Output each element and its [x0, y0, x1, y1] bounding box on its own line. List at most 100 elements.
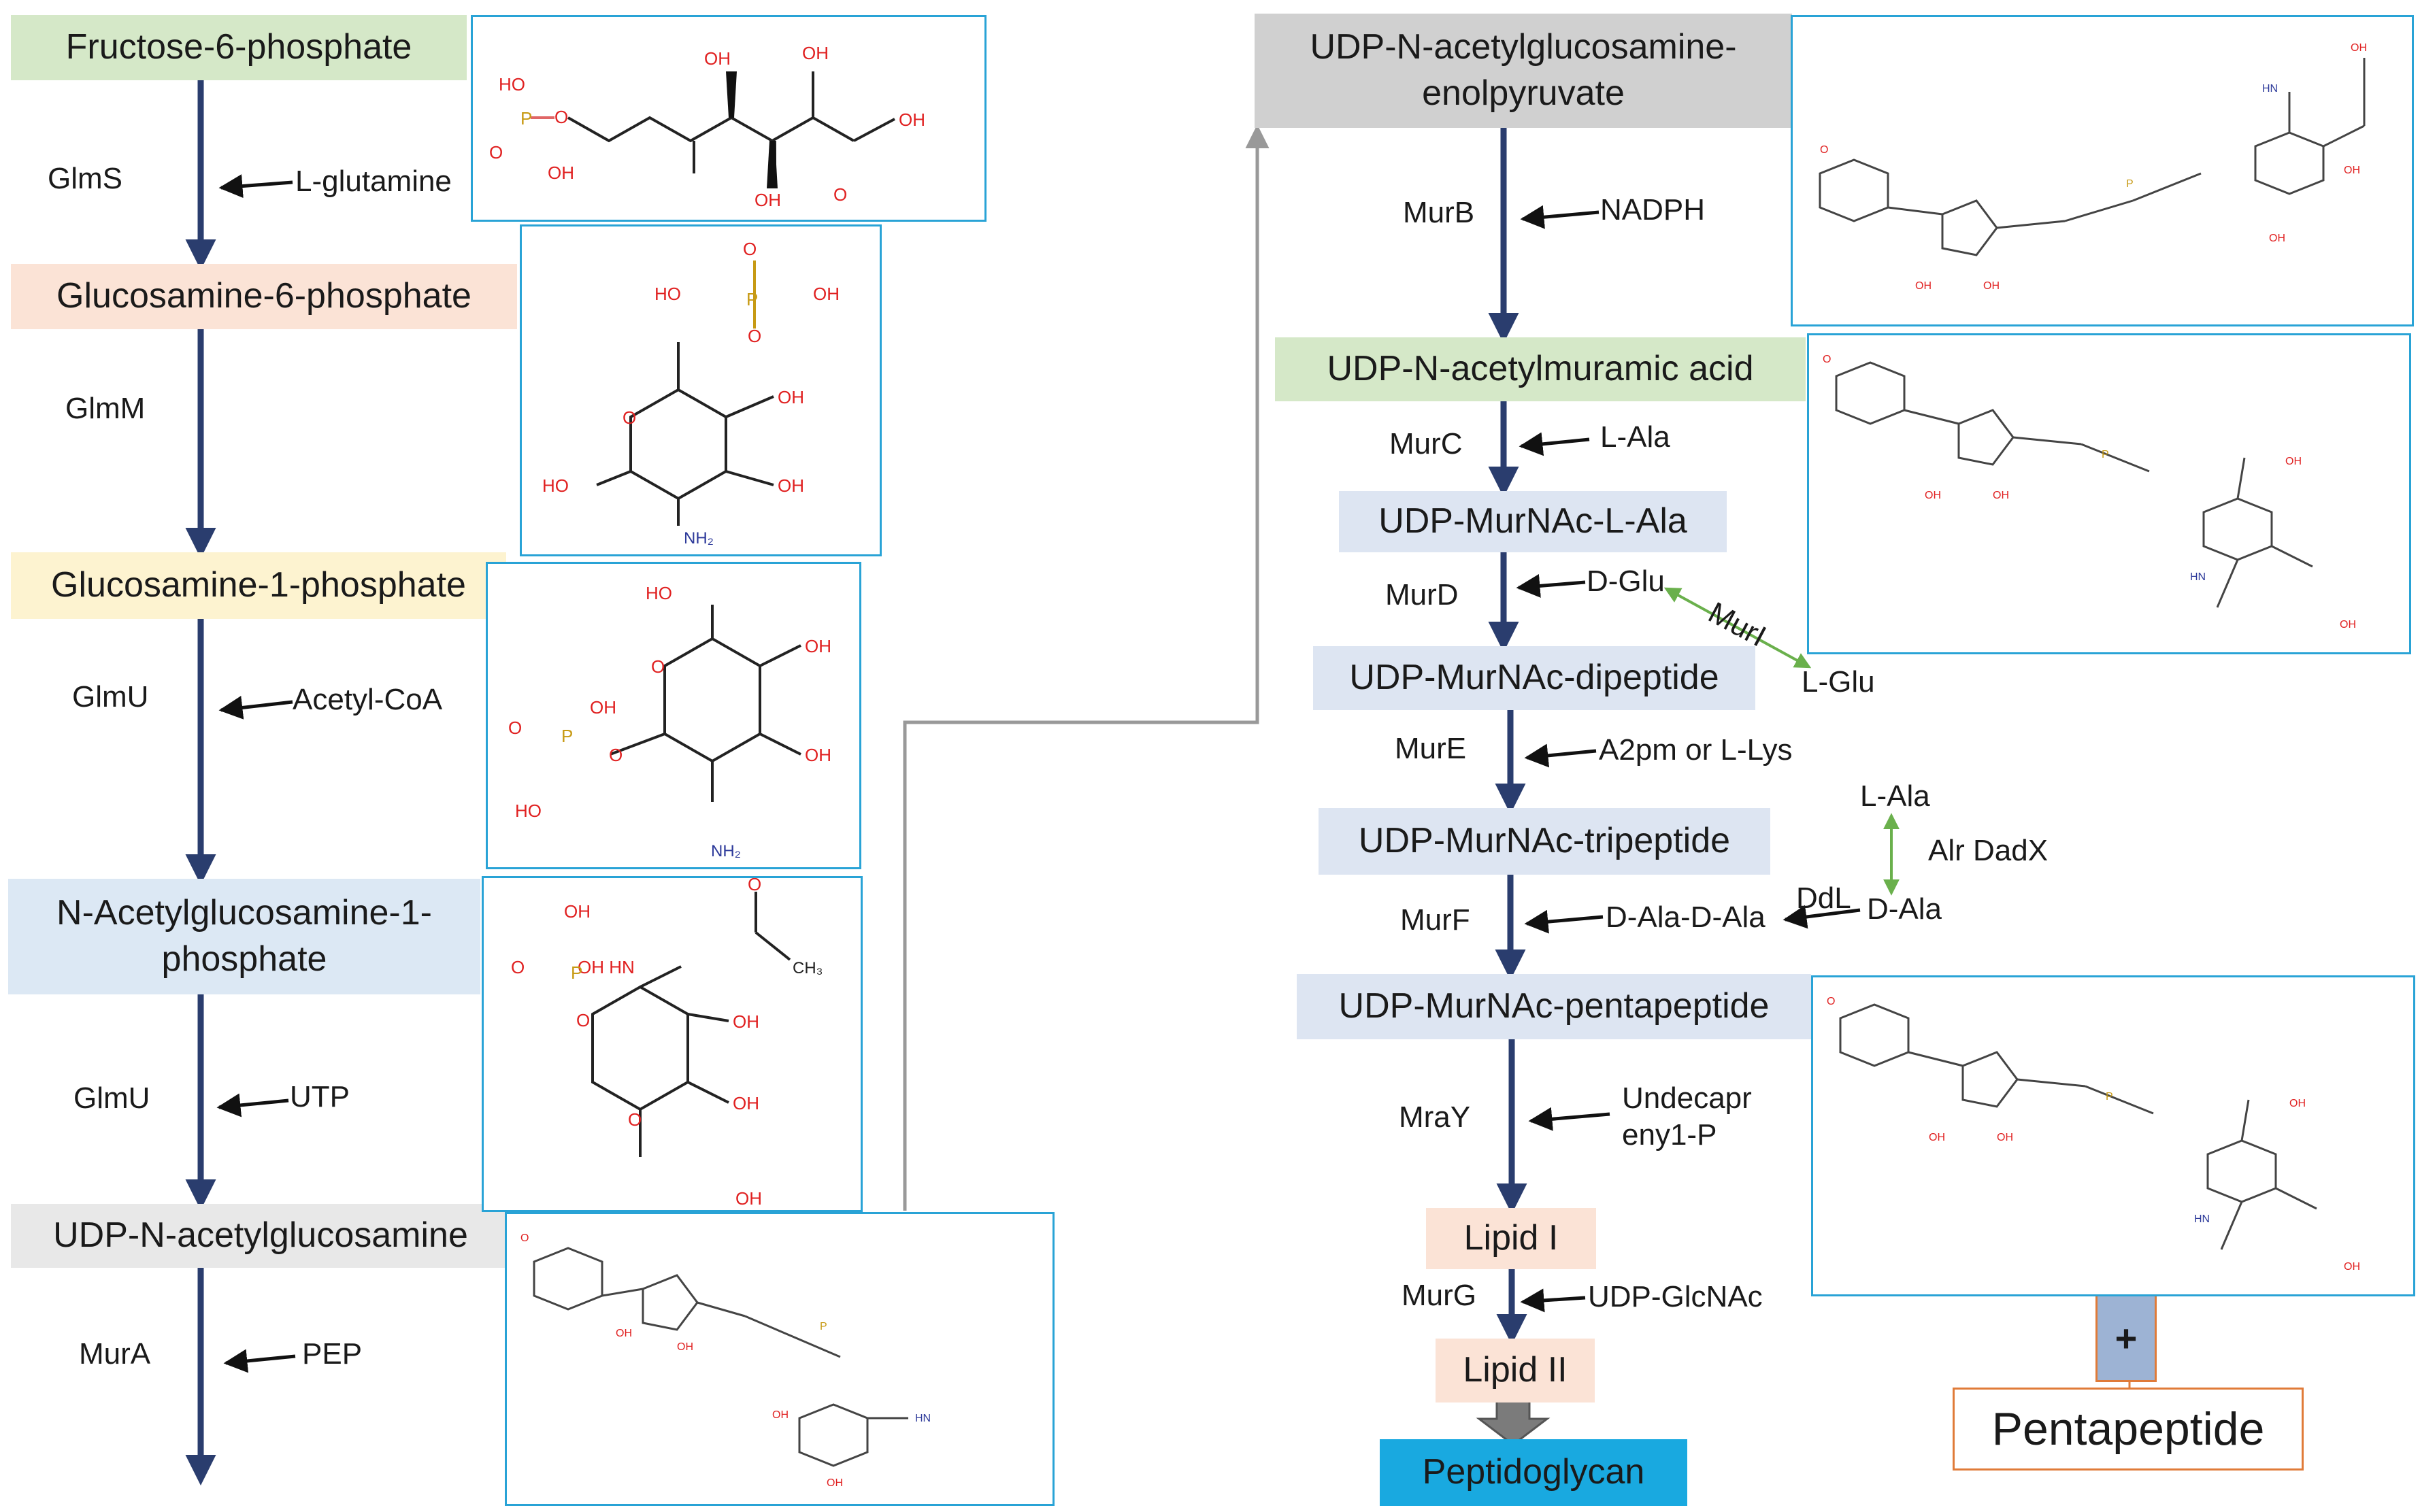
compound-udp-n-acetylglucosamine-enolpyruvate: UDP-N-acetylglucosamine- enolpyruvate [1255, 14, 1792, 128]
structure-fructose-6-phosphate: HO O OH O OH OH OH O OH P [471, 15, 987, 222]
svg-text:OH: OH [704, 48, 731, 69]
svg-text:HN: HN [2190, 571, 2206, 583]
structure-drawing: O HO OH O O OH OH HO P NH₂ [542, 239, 840, 548]
connector-udpnag-to-enol [903, 124, 1270, 1211]
substrate-pep: PEP [302, 1337, 363, 1371]
arrow-ddl [1783, 905, 1861, 929]
structure-drawing: OH O OH HN O OH OH O OH O P CH₃ [511, 878, 823, 1209]
svg-text:OH: OH [590, 697, 616, 718]
svg-text:HN: HN [915, 1413, 931, 1424]
svg-text:O: O [748, 878, 761, 894]
arrow-udpglcnac [1520, 1288, 1586, 1313]
svg-text:HN: HN [2194, 1213, 2210, 1225]
compound-udp-n-acetylglucosamine: UDP-N-acetylglucosamine [11, 1204, 510, 1268]
svg-text:OH: OH [564, 901, 591, 922]
svg-text:P: P [2126, 178, 2134, 190]
arrow-nadph [1520, 205, 1599, 229]
substrate-d-glu: D-Glu [1587, 565, 1665, 598]
compound-udp-murnac-tripeptide: UDP-MurNAc-tripeptide [1319, 808, 1770, 875]
structure-n-acetylglucosamine-1-phosphate: OH O OH HN O OH OH O OH O P CH₃ [482, 876, 863, 1212]
enzyme-glms: GlmS [48, 162, 122, 195]
svg-text:OH: OH [755, 190, 781, 210]
arrow-acoa [218, 696, 293, 720]
substrate-l-ala: L-Ala [1600, 420, 1670, 454]
svg-text:OH: OH [2289, 1098, 2306, 1109]
svg-text:OH: OH [733, 1093, 759, 1113]
pentapeptide-box: Pentapeptide [1953, 1388, 2304, 1471]
enzyme-glmu-1: GlmU [72, 680, 149, 713]
structure-drawing: HO OH OH O OH O HO O P NH₂ [508, 583, 831, 860]
compound-n-acetylglucosamine-1-phosphate: N-Acetylglucosamine-1- phosphate [8, 879, 480, 994]
enzyme-glmm: GlmM [65, 392, 146, 425]
svg-text:O: O [833, 184, 847, 205]
svg-text:OH: OH [813, 284, 840, 304]
svg-text:O: O [651, 656, 665, 677]
svg-text:P: P [2106, 1091, 2113, 1103]
svg-text:O: O [748, 326, 761, 346]
compound-udp-murnac-l-ala: UDP-MurNAc-L-Ala [1339, 491, 1727, 552]
substrate-utp: UTP [290, 1080, 350, 1113]
svg-text:OH: OH [1993, 490, 2009, 501]
substrate-l-glutamine: L-glutamine [295, 165, 452, 198]
substrate-d-ala-d-ala: D-Ala-D-Ala [1606, 901, 1766, 934]
svg-text:OH: OH [772, 1409, 789, 1421]
substrate-acetyl-coa: Acetyl-CoA [293, 683, 443, 716]
arrow-dadala [1524, 909, 1604, 934]
arrow-dglu [1516, 573, 1586, 598]
svg-text:O: O [623, 407, 636, 428]
compound-fructose-6-phosphate: Fructose-6-phosphate [11, 15, 467, 80]
svg-text:O: O [1823, 354, 1831, 365]
svg-text:O: O [520, 1232, 529, 1244]
compound-lipid-ii: Lipid II [1436, 1339, 1595, 1402]
svg-text:HO: HO [646, 583, 672, 603]
svg-text:NH₂: NH₂ [711, 842, 741, 860]
enzyme-glmu-2: GlmU [73, 1081, 150, 1115]
structure-drawing: O OH OH OH OH P HN [1823, 354, 2356, 631]
compound-udp-murnac-pentapeptide: UDP-MurNAc-pentapeptide [1297, 974, 1811, 1039]
svg-text:OH: OH [2285, 456, 2302, 467]
svg-text:P: P [746, 289, 758, 309]
svg-text:O: O [628, 1109, 642, 1130]
svg-text:OH: OH [2269, 233, 2285, 244]
arrow-lgln [218, 174, 293, 199]
svg-text:OH: OH [2351, 42, 2367, 54]
svg-text:OH: OH [778, 475, 804, 496]
svg-text:O: O [1820, 144, 1828, 156]
svg-text:OH: OH [2344, 1261, 2360, 1273]
substrate-udp-glcnac: UDP-GlcNAc [1588, 1280, 1763, 1313]
svg-text:OH: OH [2340, 619, 2356, 631]
structure-glucosamine-6-phosphate: O HO OH O O OH OH HO P NH₂ [520, 224, 882, 556]
svg-text:OH: OH [733, 1011, 759, 1032]
arrow-muri-racemase [1663, 587, 1812, 669]
svg-text:O: O [1827, 996, 1835, 1007]
svg-text:OH: OH [802, 43, 829, 63]
structure-drawing: O OH OH OH OH P HN [520, 1232, 931, 1489]
enzyme-ddl: DdL [1796, 881, 1851, 915]
svg-text:OH: OH [677, 1341, 693, 1353]
svg-text:OH: OH [1983, 280, 2000, 292]
svg-text:OH: OH [899, 110, 925, 130]
svg-text:OH: OH [805, 745, 831, 765]
svg-text:OH: OH [778, 387, 804, 407]
svg-text:OH: OH [827, 1477, 843, 1489]
arrow-und [1528, 1107, 1610, 1131]
enzyme-murb: MurB [1403, 196, 1475, 229]
enzyme-murc: MurC [1389, 427, 1463, 460]
compound-glucosamine-1-phosphate: Glucosamine-1-phosphate [11, 552, 506, 619]
substrate-undecaprenyl-p-line2: eny1-P [1622, 1118, 1717, 1152]
compound-glucosamine-6-phosphate: Glucosamine-6-phosphate [11, 264, 517, 329]
svg-text:HO: HO [654, 284, 681, 304]
structure-udp-murnac-pentapeptide: O OH OH OH OH P HN [1811, 975, 2415, 1296]
svg-text:O: O [576, 1010, 590, 1030]
arrow-pep [223, 1349, 296, 1373]
svg-text:OH: OH [1997, 1132, 2013, 1143]
svg-text:OH: OH [1929, 1132, 1945, 1143]
svg-text:OH HN: OH HN [578, 957, 635, 977]
structure-drawing: O OH OH OH OH P HN [1827, 996, 2360, 1273]
svg-text:O: O [489, 142, 503, 163]
compound-lipid-i: Lipid I [1426, 1208, 1596, 1269]
svg-text:O: O [554, 107, 568, 127]
svg-text:P: P [520, 108, 532, 129]
compound-udp-murnac-dipeptide: UDP-MurNAc-dipeptide [1313, 646, 1755, 710]
enzyme-alr-dadx: Alr DadX [1928, 834, 2049, 867]
